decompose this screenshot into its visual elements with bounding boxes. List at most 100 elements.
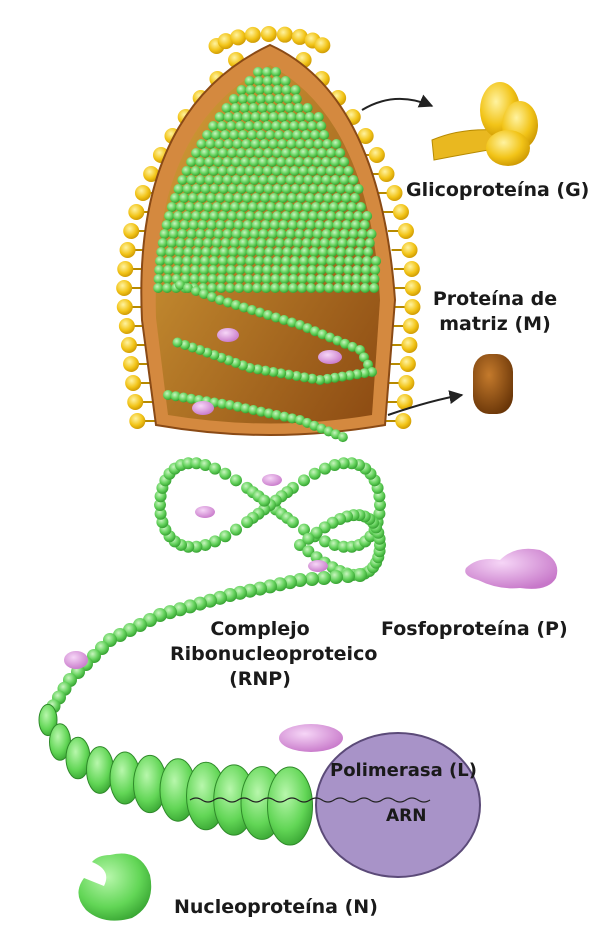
rnp-bead [251,193,261,203]
rnp-bead [210,247,220,257]
rnp-bead [273,247,283,257]
rnp-bead [261,220,271,230]
rnp-bead [352,265,362,275]
rnp-bead [300,184,310,194]
rnp-bead [326,166,336,176]
rnp-bead [231,157,241,167]
rnp-bead [195,175,205,185]
rnp-bead [291,247,301,257]
rnp-bead [204,175,214,185]
rnp-bead [258,495,270,507]
rnp-bead [155,256,165,266]
rnp-bead [163,265,173,275]
rnp-bead [215,112,225,122]
glycoprotein-spike [398,375,414,391]
rnp-bead [244,121,254,131]
rnp-bead [269,193,279,203]
rnp-bead [237,247,247,257]
rnp-bead [291,85,301,95]
rnp-bead [218,211,228,221]
rnp-bead [296,112,306,122]
rnp-bead [202,130,212,140]
arrow-to-glycoprotein [362,99,432,110]
rnp-bead [162,283,172,293]
rnp-bead [219,247,229,257]
rnp-bead [164,211,174,221]
rnp-bead [298,274,308,284]
rnp-bead [279,220,289,230]
rnp-bead [217,121,227,131]
rnp-bead [297,220,307,230]
rnp-bead [344,256,354,266]
rnp-bead [321,175,331,185]
rnp-bead [353,211,363,221]
rnp-bead [242,112,252,122]
rnp-bead [269,112,279,122]
rnp-bead [218,256,228,266]
rnp-bead [331,139,341,149]
glycoprotein-spike [245,27,261,43]
rnp-bead [288,283,298,293]
rnp-bead [204,157,214,167]
rnp-bead [341,569,355,583]
rnp-bead [253,67,263,77]
rnp-bead [309,247,319,257]
rnp-bead [327,184,337,194]
rnp-bead [304,139,314,149]
rnp-bead [291,184,301,194]
rnp-bead [224,193,234,203]
rnp-bead [186,157,196,167]
glycoprotein-spike [277,27,293,43]
rnp-bead [326,211,336,221]
nucleoprotein-tail [39,704,313,845]
rnp-bead [254,76,264,86]
rnp-bead [299,166,309,176]
rnp-bead [365,238,375,248]
glycoprotein-spike [123,223,139,239]
rnp-bead [247,130,257,140]
rnp-bead [214,139,224,149]
rnp-bead [312,175,322,185]
rnp-bead [239,238,249,248]
rnp-bead [302,238,312,248]
rnp-bead [304,229,314,239]
rnp-bead [369,283,379,293]
rnp-bead [230,238,240,248]
glycoprotein-spike [116,280,132,296]
rnp-bead [254,256,264,266]
rnp-bead [281,256,291,266]
glycoprotein-spike [378,166,394,182]
rnp-bead [317,211,327,221]
glycoprotein-spike [121,337,137,353]
rnp-bead [218,148,228,158]
rnp-bead [206,193,216,203]
rnp-bead [257,238,267,248]
rnp-bead [225,220,235,230]
rnp-bead [181,265,191,275]
rnp-bead [303,175,313,185]
rnp-bead [263,148,273,158]
rnp-bead [332,193,342,203]
rnp-bead [342,283,352,293]
rnp-bead [338,202,348,212]
glycoprotein-spike [117,299,133,315]
rnp-bead [222,175,232,185]
rnp-bead [311,202,321,212]
rnp-bead [236,256,246,266]
rnp-bead [305,193,315,203]
rnp-bead [305,572,319,586]
rnp-bead [279,283,289,293]
rnp-bead [280,121,290,131]
rnp-bead [276,157,286,167]
rnp-bead [154,274,164,284]
rnp-bead [324,220,334,230]
rnp-bead [363,247,373,257]
rnp-bead [203,202,213,212]
rnp-bead [327,247,337,257]
rnp-bead [345,184,355,194]
rnp-bead [326,256,336,266]
rnp-bead [330,157,340,167]
rnp-bead [285,103,295,113]
rnp-bead [349,229,359,239]
rnp-bead [272,76,282,86]
